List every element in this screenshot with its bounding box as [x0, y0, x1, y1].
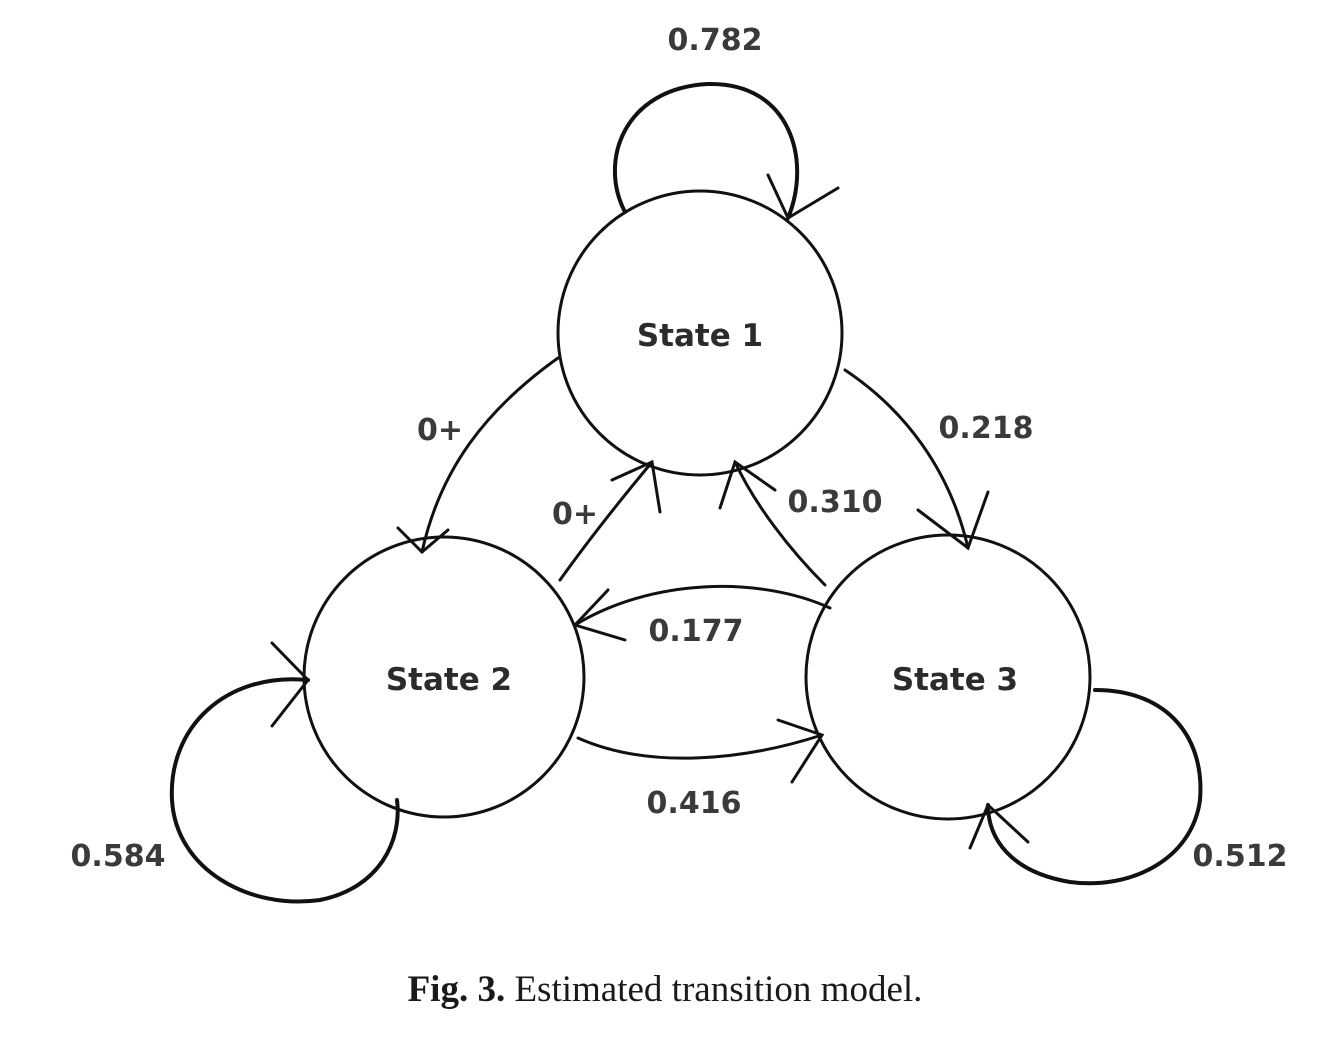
arrowhead-self-loop-state-3 [968, 802, 1030, 850]
label-state2-to-state3: 0.416 [647, 786, 742, 821]
edge-state2-to-state1 [558, 460, 654, 582]
arrowhead-state2-to-state3 [776, 718, 825, 784]
label-state3-to-state1: 0.310 [788, 485, 883, 520]
self-loop-state-3 [986, 688, 1203, 886]
label-state2-to-state2: 0.584 [71, 839, 166, 874]
state-3-label: State 3 [892, 662, 1018, 698]
edge-state1-to-state3 [843, 368, 970, 550]
arrowhead-state3-to-state2 [572, 588, 627, 642]
edge-state1-to-state2 [420, 356, 560, 554]
caption-text: Estimated transition model. [514, 969, 923, 1010]
edge-state3-to-state2 [573, 585, 832, 627]
label-state1-to-state2: 0+ [417, 413, 463, 448]
arrowhead-self-loop-state-1 [766, 173, 840, 221]
self-loop-state-2 [169, 677, 400, 904]
state-1-node [556, 189, 844, 477]
edge-state3-to-state1 [733, 460, 827, 587]
figure-caption: Fig. 3. Estimated transition model. [0, 968, 1330, 1011]
label-state3-to-state3: 0.512 [1193, 839, 1288, 874]
state-2-node [302, 535, 586, 819]
arrowhead-state1-to-state3 [916, 490, 990, 551]
state-2-label: State 2 [386, 662, 512, 698]
arrowhead-state2-to-state1 [610, 459, 662, 514]
label-state1-to-state3: 0.218 [939, 411, 1034, 446]
label-state1-to-state1: 0.782 [668, 23, 763, 58]
edge-state2-to-state3 [576, 733, 824, 760]
caption-label: Fig. 3. [407, 969, 506, 1010]
state-3-node [804, 533, 1092, 821]
self-loop-state-1 [612, 81, 800, 220]
label-state2-to-state1: 0+ [552, 497, 598, 532]
state-1-label: State 1 [637, 318, 763, 354]
arrowhead-self-loop-state-2 [270, 641, 310, 728]
arrowhead-state3-to-state1 [718, 459, 777, 510]
label-state3-to-state2: 0.177 [649, 614, 744, 649]
